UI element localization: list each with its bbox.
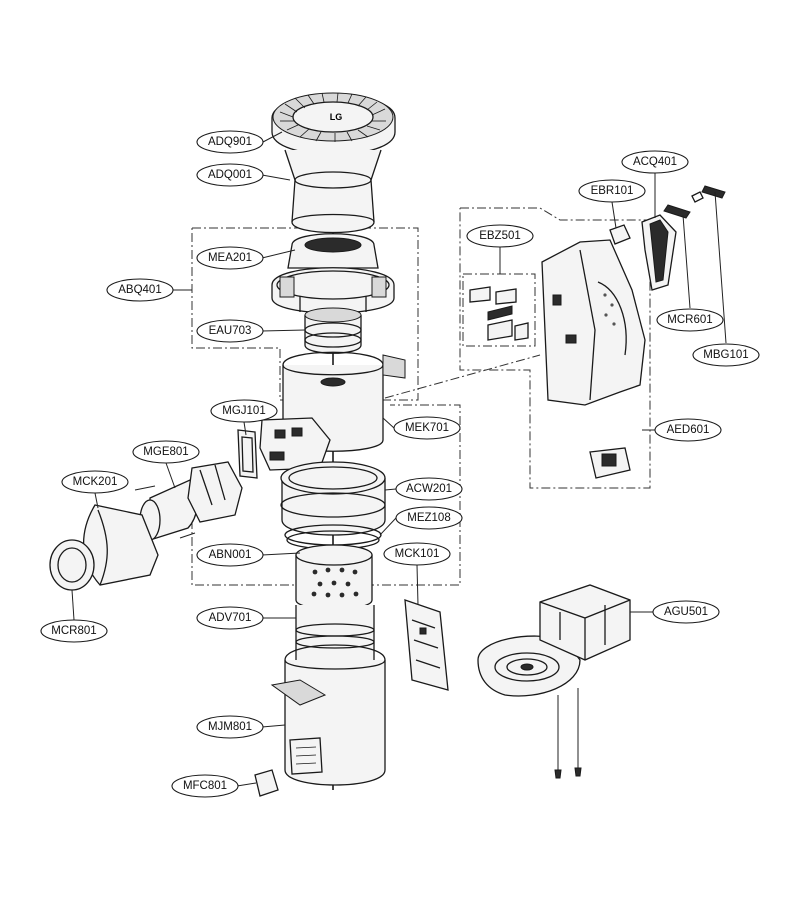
- callout-eau703: EAU703: [196, 319, 264, 343]
- callout-ebz501: EBZ501: [466, 224, 534, 248]
- callout-abn001: ABN001: [196, 543, 264, 567]
- callout-mea201: MEA201: [196, 246, 264, 270]
- svg-text:MGE801: MGE801: [143, 446, 188, 458]
- svg-text:ADQ901: ADQ901: [208, 136, 252, 148]
- part-aed601-handle: [541, 239, 646, 479]
- svg-text:ACQ401: ACQ401: [633, 156, 677, 168]
- svg-text:MCK201: MCK201: [73, 476, 118, 488]
- callout-ebr101: EBR101: [578, 179, 646, 203]
- svg-text:ABQ401: ABQ401: [118, 284, 161, 296]
- part-acw201-cyclone-ring: [280, 461, 386, 536]
- part-ebr101-button: [609, 224, 631, 245]
- callout-mez108: MEZ108: [395, 506, 463, 530]
- svg-text:ADQ001: ADQ001: [208, 169, 252, 181]
- svg-text:MEZ108: MEZ108: [407, 512, 450, 524]
- callout-adv701: ADV701: [196, 606, 264, 630]
- svg-text:MEK701: MEK701: [405, 422, 449, 434]
- part-mcr601-mbg101-small: [663, 185, 726, 219]
- svg-text:MFC801: MFC801: [183, 780, 227, 792]
- lg-logo: LG: [330, 112, 343, 122]
- callout-mcr801: MCR801: [40, 619, 108, 643]
- part-adq901-filter-cap: LG: [271, 92, 396, 156]
- svg-text:MEA201: MEA201: [208, 252, 252, 264]
- callout-agu501: AGU501: [652, 600, 720, 624]
- svg-text:AED601: AED601: [667, 424, 710, 436]
- callout-abq401: ABQ401: [106, 278, 174, 302]
- part-mcr801-ring: [49, 539, 95, 591]
- part-agu501-base: [477, 584, 631, 779]
- callout-mck101: MCK101: [383, 542, 451, 566]
- svg-text:MBG101: MBG101: [703, 349, 748, 361]
- svg-text:ACW201: ACW201: [406, 483, 452, 495]
- svg-text:EAU703: EAU703: [209, 325, 252, 337]
- part-eau703-motor: [304, 307, 362, 354]
- callout-aed601: AED601: [654, 418, 722, 442]
- callout-mfc801: MFC801: [171, 774, 239, 798]
- part-abn001-filter-mesh: [295, 544, 373, 610]
- part-acq401-trigger: [641, 214, 677, 291]
- svg-text:EBR101: EBR101: [591, 185, 634, 197]
- svg-text:MCK101: MCK101: [395, 548, 440, 560]
- callout-adq001: ADQ001: [196, 163, 264, 187]
- svg-text:ABN001: ABN001: [209, 549, 252, 561]
- svg-text:MJM801: MJM801: [208, 721, 252, 733]
- aed601-group-box: [459, 207, 651, 489]
- link-dashed-line: [384, 354, 541, 399]
- part-mjm801-lower-container: [270, 644, 386, 786]
- part-mea201-motor-housing: [271, 233, 395, 314]
- svg-text:EBZ501: EBZ501: [479, 230, 521, 242]
- part-mgj101-gasket: [237, 417, 331, 479]
- svg-text:ADV701: ADV701: [209, 612, 252, 624]
- callout-mgj101: MGJ101: [210, 399, 278, 423]
- part-mge801-inlet: [134, 461, 243, 541]
- ebz501-group-box: [462, 273, 536, 347]
- part-mfc801-clip: [254, 769, 279, 797]
- callout-mck201: MCK201: [61, 470, 129, 494]
- callout-adq901: ADQ901: [196, 130, 264, 154]
- callout-mbg101: MBG101: [692, 343, 760, 367]
- leader-lines: [71, 131, 727, 787]
- svg-text:MCR801: MCR801: [51, 625, 96, 637]
- callout-mge801: MGE801: [132, 440, 200, 464]
- callout-mcr601: MCR601: [656, 308, 724, 332]
- abq401-group-box: [191, 227, 419, 401]
- callout-mjm801: MJM801: [196, 715, 264, 739]
- callout-acw201: ACW201: [395, 477, 463, 501]
- part-adq001-filter-body: [284, 149, 382, 234]
- svg-text:AGU501: AGU501: [664, 606, 708, 618]
- callout-acq401: ACQ401: [621, 150, 689, 174]
- part-ebz501-switches: [469, 286, 529, 341]
- callout-mek701: MEK701: [393, 416, 461, 440]
- part-mck101-bracket: [404, 599, 449, 691]
- svg-text:MGJ101: MGJ101: [222, 405, 265, 417]
- svg-text:MCR601: MCR601: [667, 314, 712, 326]
